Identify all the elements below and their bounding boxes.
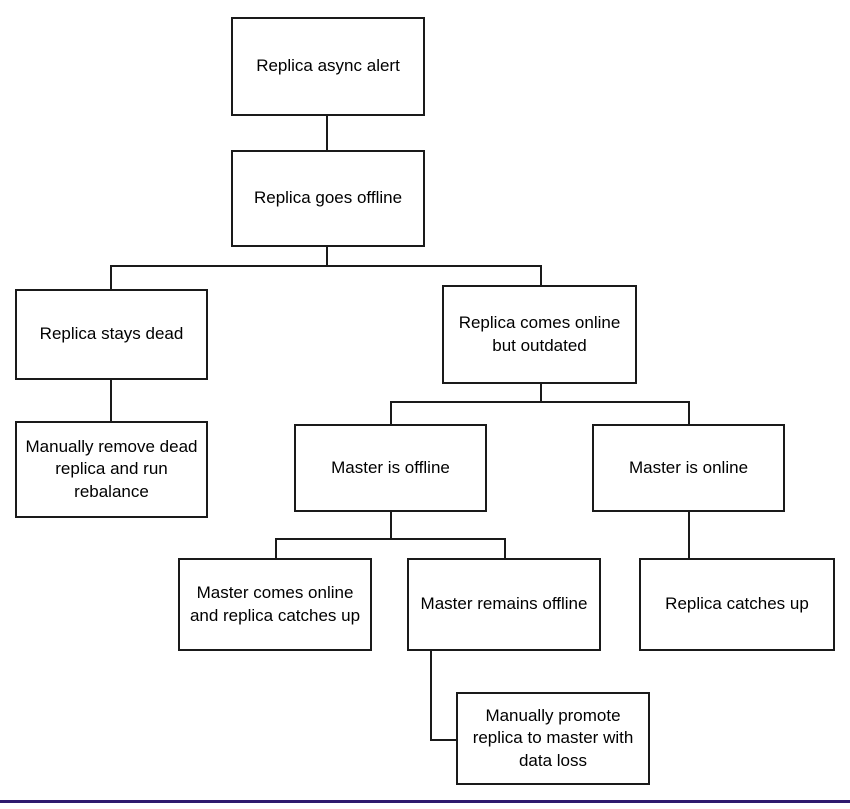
node-manually-promote-replica[interactable]: Manually promote replica to master with … bbox=[456, 692, 650, 785]
connector-bus-to-master-online bbox=[688, 401, 690, 425]
node-replica-catches-up[interactable]: Replica catches up bbox=[639, 558, 835, 651]
node-master-is-online[interactable]: Master is online bbox=[592, 424, 785, 512]
connector-bus-to-master-comes-online bbox=[275, 538, 277, 559]
footer-divider-rule bbox=[0, 800, 850, 803]
connector-master-offline-bus bbox=[275, 538, 506, 540]
node-replica-goes-offline[interactable]: Replica goes offline bbox=[231, 150, 425, 247]
node-label: Master comes online and replica catches … bbox=[189, 583, 361, 625]
node-label: Replica stays dead bbox=[39, 324, 184, 344]
node-manually-remove-dead-replica[interactable]: Manually remove dead replica and run reb… bbox=[15, 421, 208, 518]
connector-comes-online-bus bbox=[390, 401, 689, 403]
connector-offline-bus bbox=[110, 265, 542, 267]
node-master-comes-online-replica-catches-up[interactable]: Master comes online and replica catches … bbox=[178, 558, 372, 651]
node-replica-comes-online-but-outdated[interactable]: Replica comes online but outdated bbox=[442, 285, 637, 384]
node-master-remains-offline[interactable]: Master remains offline bbox=[407, 558, 601, 651]
node-label: Master remains offline bbox=[420, 594, 588, 614]
connector-stays-dead-to-remove bbox=[110, 378, 112, 422]
node-label: Replica catches up bbox=[665, 594, 809, 614]
node-label: Replica async alert bbox=[256, 56, 400, 76]
node-label: Manually promote replica to master with … bbox=[472, 705, 634, 770]
node-label: Manually remove dead replica and run reb… bbox=[25, 436, 198, 501]
connector-master-online-to-catches-up bbox=[688, 511, 690, 559]
node-replica-async-alert[interactable]: Replica async alert bbox=[231, 17, 425, 116]
node-label: Replica goes offline bbox=[253, 188, 403, 208]
connector-bus-to-master-remains-offline bbox=[504, 538, 506, 559]
node-replica-stays-dead[interactable]: Replica stays dead bbox=[15, 289, 208, 380]
connector-offline-to-comes-online bbox=[540, 265, 542, 286]
connector-comes-online-stem bbox=[540, 382, 542, 402]
connector-alert-to-offline bbox=[326, 114, 328, 151]
connector-bus-to-master-offline bbox=[390, 401, 392, 425]
connector-remains-offline-to-promote bbox=[430, 739, 458, 741]
connector-offline-to-stays-dead bbox=[110, 265, 112, 291]
node-label: Master is offline bbox=[331, 457, 450, 477]
connector-remains-offline-drop bbox=[430, 651, 432, 741]
node-label: Master is online bbox=[628, 457, 749, 477]
node-label: Replica comes online but outdated bbox=[458, 313, 621, 355]
connector-offline-stem bbox=[326, 245, 328, 266]
connector-master-offline-stem bbox=[390, 511, 392, 539]
node-master-is-offline[interactable]: Master is offline bbox=[294, 424, 487, 512]
